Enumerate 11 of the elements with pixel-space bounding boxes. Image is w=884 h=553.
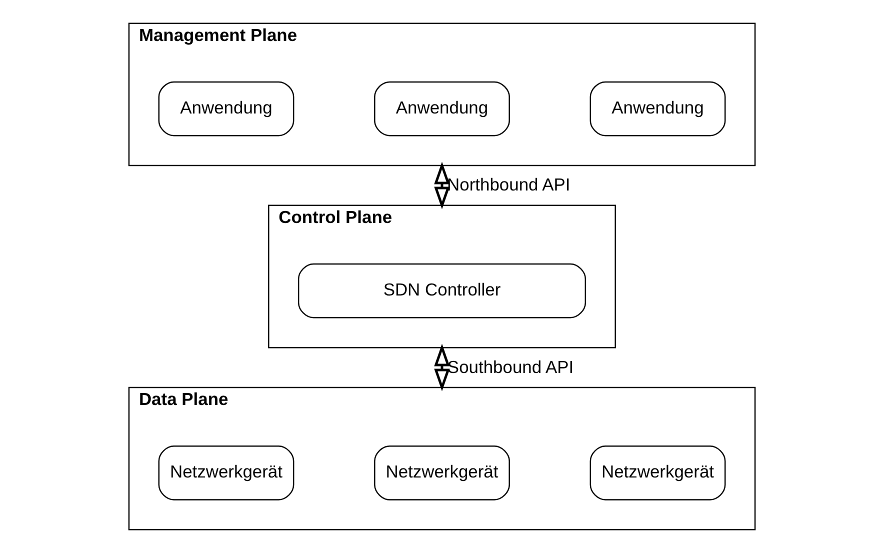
- node-box: Netzwerkgerät: [374, 445, 510, 500]
- node-box: SDN Controller: [298, 263, 586, 318]
- node-box: Netzwerkgerät: [158, 445, 294, 500]
- node-box: Netzwerkgerät: [590, 445, 726, 500]
- arrow: [434, 344, 450, 392]
- edge-label: Northbound API: [447, 174, 570, 195]
- node-box: Anwendung: [374, 81, 510, 136]
- node-box: Anwendung: [158, 81, 294, 136]
- edge-label: Southbound API: [447, 356, 574, 377]
- node-box: Anwendung: [590, 81, 726, 136]
- arrow: [434, 162, 450, 210]
